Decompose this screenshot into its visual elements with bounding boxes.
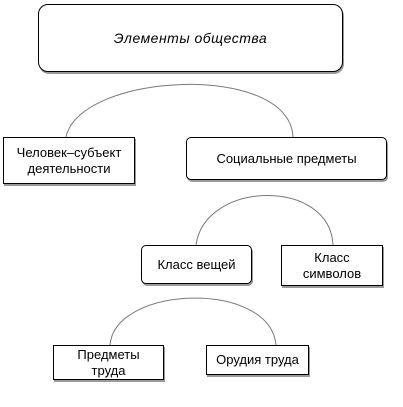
node-things: Класс вещей	[141, 245, 252, 284]
node-objects: Предметы труда	[53, 345, 164, 380]
arc-social	[195, 195, 334, 246]
node-tools: Орудия труда	[206, 345, 309, 375]
node-person: Человек–субъект деятельности	[3, 137, 135, 184]
arc-root	[65, 83, 294, 138]
symbols-label-line2: символов	[302, 265, 362, 281]
things-label: Класс вещей	[157, 256, 236, 272]
symbols-label-line1: Класс	[314, 249, 350, 265]
objects-label-line1: Предметы	[77, 346, 140, 362]
person-label-line2: деятельности	[27, 160, 111, 176]
social-label: Социальные предметы	[216, 150, 357, 166]
root-node: Элементы общества	[38, 4, 343, 72]
tools-label: Орудия труда	[216, 352, 299, 367]
objects-label-line2: труда	[91, 362, 126, 378]
arc-things	[109, 297, 277, 346]
node-symbols: Класс символов	[281, 245, 383, 286]
node-social: Социальные предметы	[186, 137, 387, 180]
person-label-line1: Человек–субъект	[16, 144, 122, 160]
root-label: Элементы общества	[113, 30, 268, 46]
